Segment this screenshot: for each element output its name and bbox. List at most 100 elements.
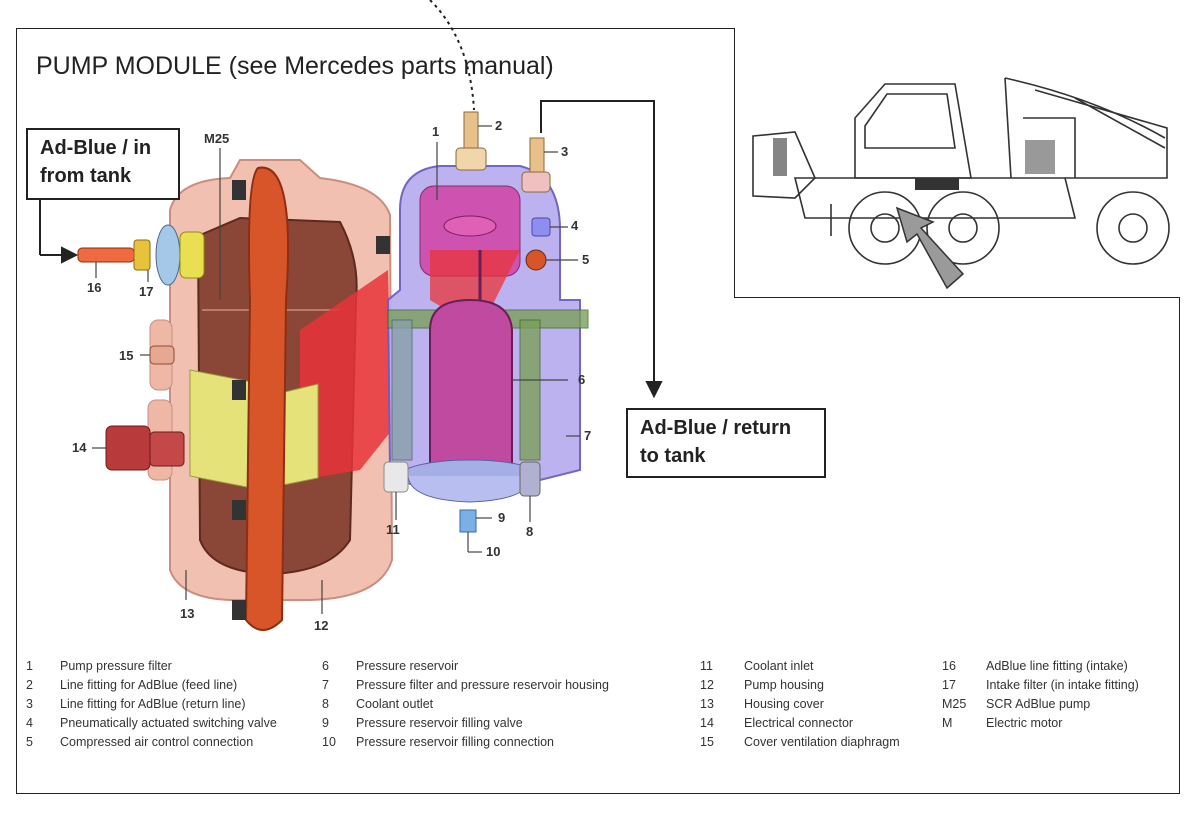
legend-text: Line fitting for AdBlue (feed line)	[60, 678, 238, 692]
electrical-connector	[105, 425, 185, 471]
legend-key: 7	[322, 678, 329, 692]
line-fitting-return	[521, 137, 551, 193]
legend-key: 8	[322, 697, 329, 711]
pressure-reservoir	[429, 250, 513, 471]
legend-row: 10 Pressure reservoir filling connection	[322, 733, 609, 752]
legend-key: 11	[700, 659, 713, 673]
legend-row: 3 Line fitting for AdBlue (return line)	[26, 695, 277, 714]
dotted-leader	[429, 0, 475, 111]
legend-key: 4	[26, 716, 33, 730]
legend-row: M25 SCR AdBlue pump	[942, 695, 1139, 714]
forwarder-vehicle-illustration	[752, 77, 1170, 290]
legend-text: Electrical connector	[744, 716, 854, 730]
legend-key: 12	[700, 678, 714, 692]
return-arrow	[540, 100, 663, 399]
part-label-3: 3	[561, 144, 569, 159]
switching-valve	[531, 217, 551, 237]
legend-text: Line fitting for AdBlue (return line)	[60, 697, 246, 711]
legend-row: 1 Pump pressure filter	[26, 657, 277, 676]
part-label-8: 8	[526, 524, 534, 539]
legend-key: 1	[26, 659, 33, 673]
legend-key: 10	[322, 735, 336, 749]
legend-key: 2	[26, 678, 33, 692]
part-label-1: 1	[432, 124, 440, 139]
part-label-16: 16	[87, 280, 102, 295]
part-label-13: 13	[180, 606, 195, 621]
legend-key: 15	[700, 735, 714, 749]
orange-flange	[232, 166, 390, 631]
ventilation-diaphragm	[149, 345, 175, 365]
legend-row: 12 Pump housing	[700, 676, 900, 695]
legend-text: Housing cover	[744, 697, 824, 711]
legend-column-3: 11 Coolant inlet 12 Pump housing 13 Housing…	[700, 657, 900, 752]
line-fitting-feed	[455, 111, 487, 171]
legend-row: 7 Pressure filter and pressure reservoir …	[322, 676, 609, 695]
legend-row: 8 Coolant outlet	[322, 695, 609, 714]
part-label-4: 4	[571, 218, 579, 233]
coolant-inlet	[383, 461, 409, 493]
legend-column-2: 6 Pressure reservoir 7 Pressure filter and…	[322, 657, 609, 752]
legend-key: 3	[26, 697, 33, 711]
legend-row: 11 Coolant inlet	[700, 657, 900, 676]
legend-key: M25	[942, 697, 967, 711]
part-label-14: 14	[72, 440, 87, 455]
page-title: PUMP MODULE (see Mercedes parts manual)	[36, 52, 554, 80]
part-label-6: 6	[578, 372, 586, 387]
part-label-7: 7	[584, 428, 592, 443]
legend-row: 17 Intake filter (in intake fitting)	[942, 676, 1139, 695]
part-label-m25: M25	[204, 131, 230, 146]
legend-key: 9	[322, 716, 329, 730]
legend-text: Intake filter (in intake fitting)	[986, 678, 1139, 692]
part-label-10: 10	[486, 544, 501, 559]
legend-text: SCR AdBlue pump	[986, 697, 1091, 711]
diagram-frame	[16, 28, 1180, 794]
legend-text: Coolant outlet	[356, 697, 434, 711]
intake-fitting	[77, 224, 205, 286]
legend-text: Coolant inlet	[744, 659, 814, 673]
legend-text: Pump housing	[744, 678, 824, 692]
legend-row: 9 Pressure reservoir filling valve	[322, 714, 609, 733]
part-label-17: 17	[139, 284, 154, 299]
legend-key: 17	[942, 678, 956, 692]
legend-text: Pressure reservoir filling valve	[356, 716, 523, 730]
legend-row: 13 Housing cover	[700, 695, 900, 714]
legend-key: 6	[322, 659, 329, 673]
legend-text: Pressure filter and pressure reservoir h…	[356, 678, 609, 692]
legend-key: M	[942, 716, 953, 730]
legend-row: 14 Electrical connector	[700, 714, 900, 733]
coolant-outlet	[519, 461, 541, 497]
legend-key: 13	[700, 697, 714, 711]
part-label-11: 11	[386, 522, 400, 537]
legend-column-4: 16 AdBlue line fitting (intake) 17 Intake …	[942, 657, 1139, 733]
intake-arrow	[39, 200, 79, 264]
part-label-15: 15	[119, 348, 134, 363]
legend-row: 6 Pressure reservoir	[322, 657, 609, 676]
legend-text: Pneumatically actuated switching valve	[60, 716, 277, 730]
legend-row: 4 Pneumatically actuated switching valve	[26, 714, 277, 733]
legend-row: 2 Line fitting for AdBlue (feed line)	[26, 676, 277, 695]
legend-row: M Electric motor	[942, 714, 1139, 733]
legend-key: 14	[700, 716, 714, 730]
leader-lines	[92, 125, 580, 614]
legend-row: 15 Cover ventilation diaphragm	[700, 733, 900, 752]
legend-text: AdBlue line fitting (intake)	[986, 659, 1128, 673]
legend-row: 5 Compressed air control connection	[26, 733, 277, 752]
part-label-5: 5	[582, 252, 590, 267]
legend-row: 16 AdBlue line fitting (intake)	[942, 657, 1139, 676]
vehicle-location-inset	[734, 28, 1180, 298]
legend-text: Pressure reservoir filling connection	[356, 735, 555, 749]
legend-key: 5	[26, 735, 33, 749]
legend-text: Electric motor	[986, 716, 1063, 730]
location-arrow	[895, 206, 965, 290]
red-window	[300, 270, 392, 480]
legend-text: Pump pressure filter	[60, 659, 172, 673]
callout-adblue-return: Ad-Blue / return to tank	[626, 408, 826, 478]
part-label-2: 2	[495, 118, 503, 133]
legend-text: Pressure reservoir	[356, 659, 459, 673]
legend-text: Compressed air control connection	[60, 735, 254, 749]
part-label-9: 9	[498, 510, 506, 525]
legend-key: 16	[942, 659, 956, 673]
air-control-connection	[525, 249, 547, 271]
legend-text: Cover ventilation diaphragm	[744, 735, 900, 749]
